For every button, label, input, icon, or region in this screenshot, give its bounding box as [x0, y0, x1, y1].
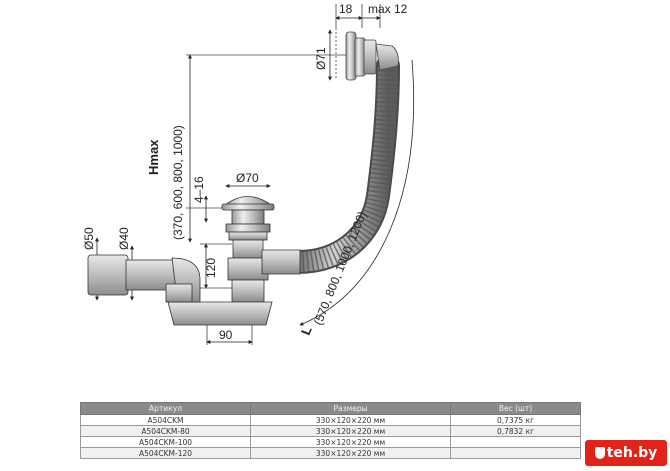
trap-outlet-pipe	[87, 254, 201, 303]
cell-dimensions: 330×120×220 мм	[250, 425, 451, 437]
col-header-dimensions: Размеры	[250, 402, 451, 415]
dim-90: 90	[219, 328, 233, 342]
table-header-row: Артикул Размеры Вес (шт)	[80, 402, 581, 415]
teh-by-watermark-logo: teh.by	[585, 440, 667, 466]
table-row: A504CKM-100 330×120×220 мм	[80, 436, 581, 448]
table-row: A504CKM-120 330×120×220 мм	[80, 447, 581, 459]
dim-d71: Ø71	[314, 47, 328, 70]
table-row: A504CKM-80 330×120×220 мм 0,7832 кг	[80, 425, 581, 437]
dim-d50: Ø50	[82, 227, 96, 250]
cell-article: A504CKM-80	[80, 425, 251, 437]
l-dim-arc	[299, 59, 415, 326]
cell-dimensions: 330×120×220 мм	[250, 414, 451, 426]
cell-weight	[450, 447, 581, 459]
cell-article: A504CKM-100	[80, 436, 251, 448]
dim-18: 18	[339, 2, 353, 16]
corrugated-hose	[286, 54, 400, 274]
dim-max-12: max 12	[368, 2, 408, 16]
siphon-technical-drawing: 18 max 12 Ø71 Hmax (370, 600, 800, 1000)…	[82, 2, 415, 345]
cell-article: A504CKM	[80, 414, 251, 426]
cell-weight: 0,7375 кг	[450, 414, 581, 426]
drain-assembly	[167, 196, 301, 326]
table-row: A504CKM 330×120×220 мм 0,7375 кг	[80, 414, 581, 426]
dim-hmax-title: Hmax	[146, 139, 161, 175]
plug-icon	[594, 447, 605, 459]
dim-d70: Ø70	[236, 171, 259, 185]
dim-l-title: L	[298, 324, 315, 337]
cell-dimensions: 330×120×220 мм	[250, 436, 451, 448]
dim-hmax-values: (370, 600, 800, 1000)	[171, 125, 185, 240]
watermark-text: teh.by	[606, 445, 658, 461]
col-header-article: Артикул	[80, 402, 251, 415]
cell-weight: 0,7832 кг	[450, 425, 581, 437]
col-header-weight: Вес (шт)	[450, 402, 581, 415]
cell-article: A504CKM-120	[80, 447, 251, 459]
dim-d40: Ø40	[117, 227, 131, 250]
cell-weight	[450, 436, 581, 448]
dim-120: 120	[204, 258, 218, 278]
overflow-assembly	[345, 31, 399, 81]
cell-dimensions: 330×120×220 мм	[250, 447, 451, 459]
spec-table: Артикул Размеры Вес (шт) A504CKM 330×120…	[80, 402, 581, 459]
dim-4-16: 4–16	[192, 176, 206, 203]
